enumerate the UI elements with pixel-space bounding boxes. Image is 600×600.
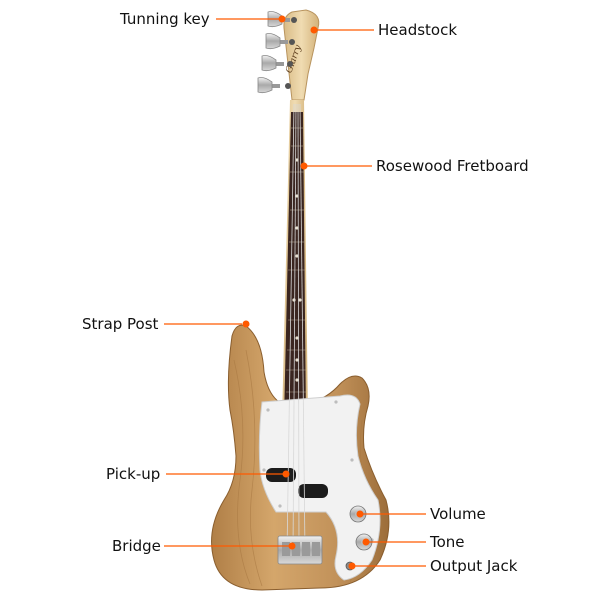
label-tone: Tone <box>430 533 465 551</box>
tuning-peg-icon <box>257 77 291 94</box>
label-strap-post: Strap Post <box>82 315 159 333</box>
strings <box>286 103 306 553</box>
label-tuning-key: Tunning key <box>120 10 210 28</box>
callout-lines <box>164 15 426 570</box>
bridge <box>277 535 323 565</box>
tuning-peg-icon <box>265 33 295 50</box>
label-headstock: Headstock <box>378 21 458 39</box>
label-volume: Volume <box>430 505 486 523</box>
label-bridge: Bridge <box>112 537 161 555</box>
label-rosewood-fretboard: Rosewood Fretboard <box>376 157 529 175</box>
tuning-peg-icon <box>261 55 293 72</box>
label-output-jack: Output Jack <box>430 557 518 575</box>
label-pick-up: Pick-up <box>106 465 161 483</box>
